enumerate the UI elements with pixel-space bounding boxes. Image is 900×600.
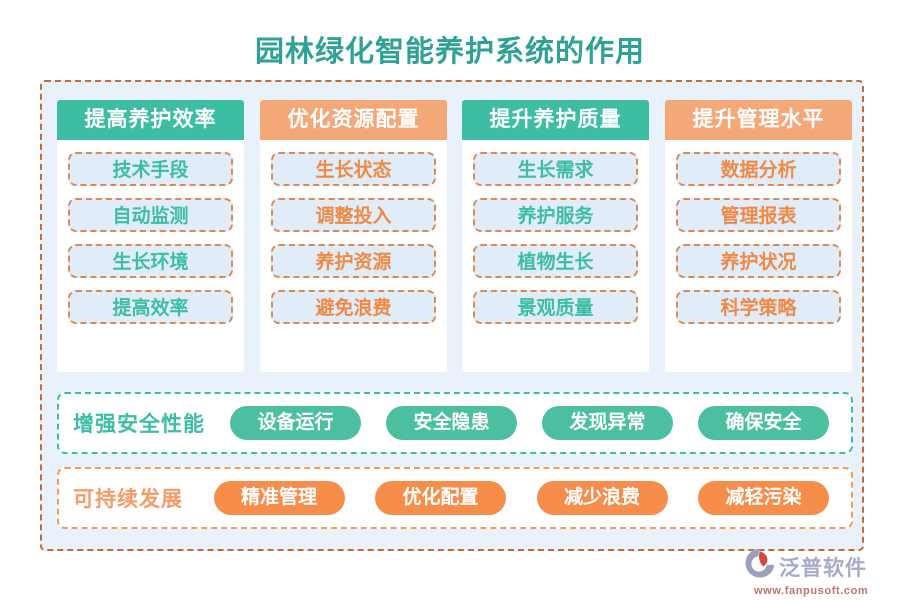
brand-name: 泛普软件: [779, 556, 867, 580]
band-label: 增强安全性能: [73, 413, 205, 436]
column-header: 提高养护效率: [57, 100, 244, 140]
column-improve-management: 提升管理水平 数据分析 管理报表 养护状况 科学策略: [665, 100, 852, 372]
vendor-watermark: 泛普软件 www.fanpusoft.com: [742, 546, 894, 597]
feature-item: 调整投入: [271, 198, 436, 232]
feature-item: 自动监测: [68, 198, 233, 232]
feature-item: 生长环境: [68, 244, 233, 278]
pill: 减轻污染: [698, 481, 829, 515]
pill: 确保安全: [698, 406, 829, 440]
band-label: 可持续发展: [73, 488, 183, 511]
feature-item: 养护状况: [676, 244, 841, 278]
feature-item: 管理报表: [676, 198, 841, 232]
page-title: 园林绿化智能养护系统的作用: [254, 36, 645, 68]
feature-item: 提高效率: [68, 290, 233, 324]
feature-item: 养护资源: [271, 244, 436, 278]
band-sustainability: 可持续发展 精准管理 优化配置 减少浪费 减轻污染: [57, 467, 853, 529]
fanpu-logo-icon: [742, 546, 776, 587]
column-optimize-resources: 优化资源配置 生长状态 调整投入 养护资源 避免浪费: [260, 100, 447, 372]
column-improve-quality: 提升养护质量 生长需求 养护服务 植物生长 景观质量: [462, 100, 649, 372]
feature-item: 植物生长: [473, 244, 638, 278]
feature-item: 景观质量: [473, 290, 638, 324]
feature-item: 养护服务: [473, 198, 638, 232]
pill: 安全隐患: [386, 406, 517, 440]
column-header: 优化资源配置: [260, 100, 447, 140]
pill: 设备运行: [230, 406, 361, 440]
pill: 优化配置: [375, 481, 506, 515]
feature-item: 科学策略: [676, 290, 841, 324]
band-safety: 增强安全性能 设备运行 安全隐患 发现异常 确保安全: [57, 392, 853, 454]
feature-item: 生长状态: [271, 152, 436, 186]
main-panel: 提高养护效率 技术手段 自动监测 生长环境 提高效率 优化资源配置 生长状态 调…: [40, 80, 864, 551]
feature-item: 生长需求: [473, 152, 638, 186]
feature-item: 数据分析: [676, 152, 841, 186]
feature-item: 技术手段: [68, 152, 233, 186]
column-header: 提升管理水平: [665, 100, 852, 140]
pill: 发现异常: [542, 406, 673, 440]
pill: 减少浪费: [536, 481, 668, 515]
column-improve-efficiency: 提高养护效率 技术手段 自动监测 生长环境 提高效率: [57, 100, 244, 372]
brand-url: www.fanpusoft.com: [754, 585, 869, 597]
column-header: 提升养护质量: [462, 100, 649, 140]
feature-item: 避免浪费: [271, 290, 436, 324]
pill: 精准管理: [213, 481, 345, 515]
